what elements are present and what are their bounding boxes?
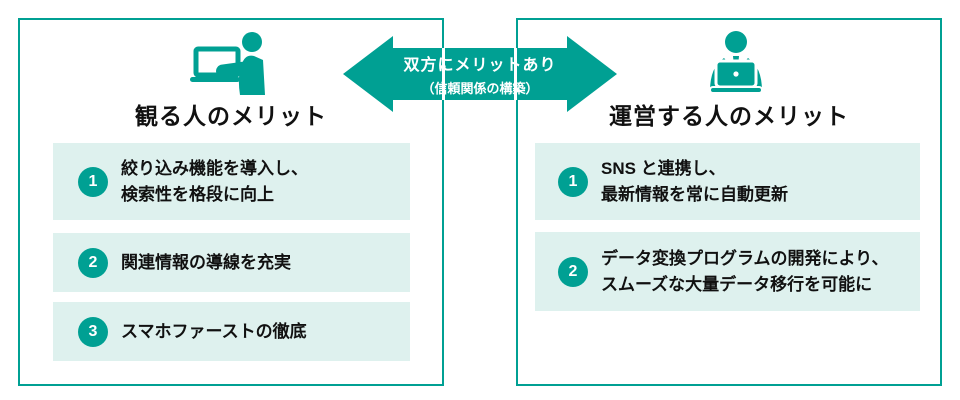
viewer-with-laptop-icon	[182, 27, 292, 100]
item-number-badge: 2	[78, 247, 108, 278]
item-number-badge: 1	[78, 166, 108, 197]
item-number-badge: 1	[558, 166, 588, 197]
viewer-merit-item-3: 3 スマホファーストの徹底	[53, 302, 410, 361]
viewer-merit-item-1: 1 絞り込み機能を導入し、 検索性を格段に向上	[53, 143, 410, 220]
double-arrow-icon	[343, 36, 617, 112]
item-text: 関連情報の導線を充実	[121, 252, 291, 272]
item-text: データ変換プログラムの開発により、 スムーズな大量データ移行を可能に	[601, 248, 889, 294]
item-number-badge: 3	[78, 316, 108, 347]
item-number-badge: 2	[558, 256, 588, 287]
item-text: スマホファーストの徹底	[121, 321, 307, 341]
viewer-panel-title: 観る人のメリット	[135, 103, 327, 129]
operator-merit-item-1: 1 SNS と連携し、 最新情報を常に自動更新	[535, 143, 920, 220]
item-text: 絞り込み機能を導入し、 検索性を格段に向上	[121, 158, 308, 204]
operator-at-laptop-icon	[680, 27, 792, 100]
border-halo-left	[442, 48, 445, 100]
operator-merit-item-2: 2 データ変換プログラムの開発により、 スムーズな大量データ移行を可能に	[535, 232, 920, 311]
border-halo-right	[514, 48, 517, 100]
operator-panel-title: 運営する人のメリット	[609, 103, 849, 129]
item-text: SNS と連携し、 最新情報を常に自動更新	[601, 158, 788, 204]
mutual-benefit-arrow: 双方にメリットあり （信頼関係の構築）	[343, 36, 617, 112]
viewer-merit-item-2: 2 関連情報の導線を充実	[53, 233, 410, 292]
arrow-caption-sub: （信頼関係の構築）	[421, 81, 539, 96]
arrow-caption-main: 双方にメリットあり	[403, 57, 557, 74]
